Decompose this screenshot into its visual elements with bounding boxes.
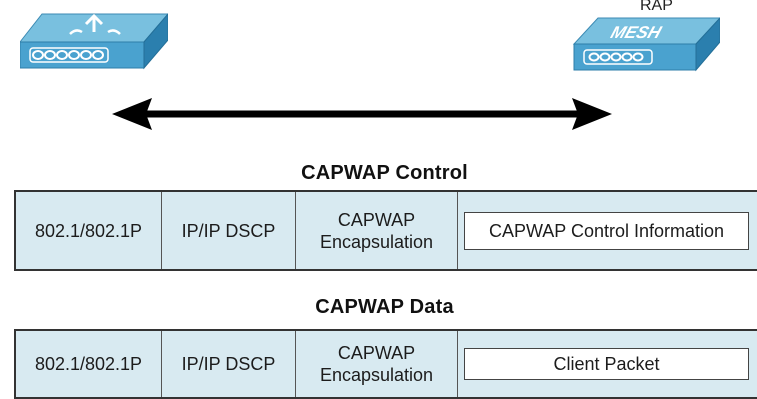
mesh-access-point-icon [18,12,170,70]
data-frame-row: 802.1/802.1P IP/IP DSCP CAPWAP Encapsula… [14,329,757,399]
control-section-title: CAPWAP Control [301,162,468,184]
control-payload-box: CAPWAP Control Information [464,211,749,250]
rap-label: RAP [640,0,673,14]
control-payload-cell: CAPWAP Control Information [458,192,757,269]
control-field-encapsulation: CAPWAP Encapsulation [296,192,458,269]
mesh-access-point-device: RAP MESH [570,0,722,88]
control-field-ip-dscp: IP/IP DSCP [162,192,296,269]
data-encap-line1: CAPWAP [337,343,416,363]
data-section-title: CAPWAP Data [315,296,454,318]
data-payload-cell: Client Packet [458,331,757,397]
bidirectional-arrow-icon [112,98,612,130]
mesh-map-icon: RAP MESH [572,0,722,72]
control-frame-row: 802.1/802.1P IP/IP DSCP CAPWAP Encapsula… [14,190,757,271]
data-field-ip-dscp: IP/IP DSCP [162,331,296,397]
access-point-device [18,0,170,90]
data-field-encapsulation: CAPWAP Encapsulation [296,331,458,397]
mesh-badge-label: MESH [608,22,664,41]
data-payload-box: Client Packet [464,348,749,380]
data-field-dot1p: 802.1/802.1P [16,331,162,397]
data-encap-line2: Encapsulation [319,365,434,385]
control-encap-line2: Encapsulation [319,231,434,252]
control-encap-line1: CAPWAP [337,209,416,230]
control-field-dot1p: 802.1/802.1P [16,192,162,269]
